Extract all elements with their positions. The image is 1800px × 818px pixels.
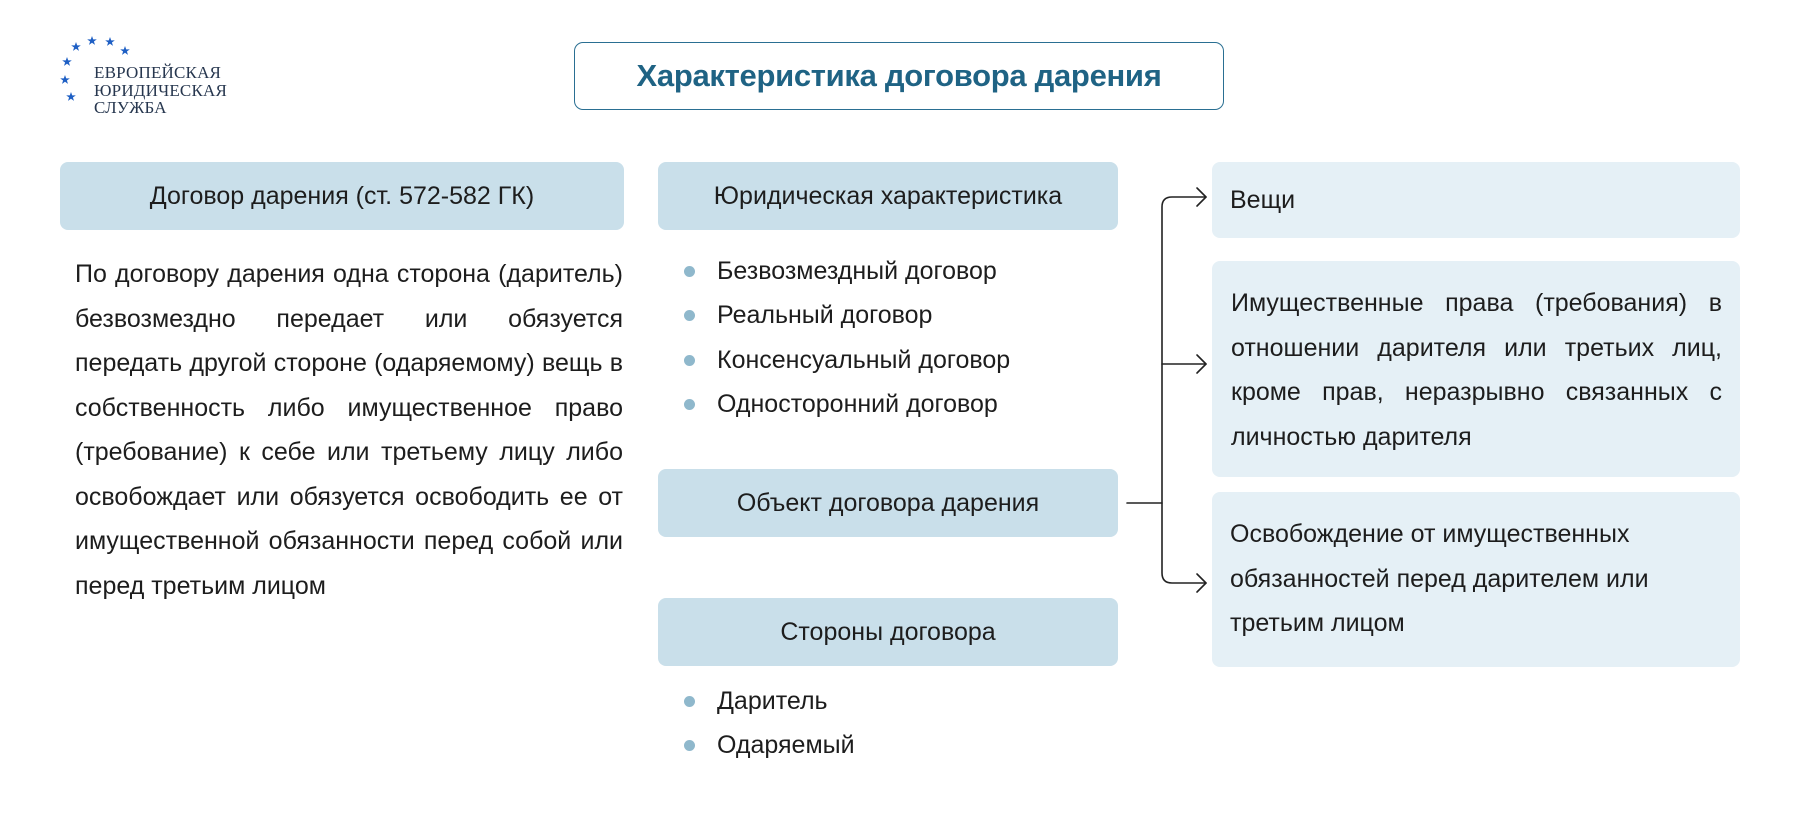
list-item: Даритель [680, 679, 855, 723]
contract-object-header-label: Объект договора дарения [736, 488, 1040, 517]
object-box-property-rights: Имущественные права (требования) в отнош… [1212, 261, 1740, 477]
contract-parties-list: Даритель Одаряемый [680, 679, 855, 768]
bullet-icon [684, 696, 695, 707]
title-box: Характеристика договора дарения [574, 42, 1224, 110]
contract-parties-header-label: Стороны договора [780, 617, 996, 646]
legal-characteristic-header-label: Юридическая характеристика [713, 181, 1063, 210]
list-item-label: Безвозмездный договор [717, 257, 997, 285]
list-item-label: Одаряемый [717, 731, 855, 760]
list-item-label: Реальный договор [717, 301, 933, 330]
page-title: Характеристика договора дарения [636, 58, 1162, 93]
object-box-text: Освобождение от имущественных обязанност… [1230, 520, 1649, 637]
object-box-text: Имущественные права (требования) в отнош… [1231, 289, 1722, 451]
list-item: Безвозмездный договор [680, 249, 1010, 293]
bullet-icon [684, 740, 695, 752]
list-item: Консенсуальный договор [680, 338, 1010, 382]
bullet-icon [684, 354, 695, 366]
contract-definition-header-label: Договор дарения (ст. 572-582 ГК) [149, 181, 535, 210]
list-item-label: Односторонний договор [717, 389, 998, 418]
legal-characteristic-header: Юридическая характеристика [658, 162, 1118, 230]
logo-line: СЛУЖБА [94, 98, 167, 117]
contract-parties-header: Стороны договора [658, 598, 1118, 666]
list-item-label: Даритель [717, 687, 828, 715]
logo-line: ЕВРОПЕЙСКАЯ [94, 63, 222, 82]
object-box-things: Вещи [1212, 162, 1740, 238]
list-item: Одаряемый [680, 723, 855, 767]
contract-definition-header: Договор дарения (ст. 572-582 ГК) [60, 162, 624, 230]
logo-line: ЮРИДИЧЕСКАЯ [94, 80, 228, 100]
list-item-label: Консенсуальный договор [717, 345, 1011, 374]
bullet-icon [684, 398, 695, 410]
legal-characteristic-list: Безвозмездный договор Реальный договор К… [680, 249, 1010, 426]
arrow-head-icon [1196, 573, 1207, 593]
contract-object-header: Объект договора дарения [658, 469, 1118, 537]
list-item: Односторонний договор [680, 382, 1010, 426]
logo: ЕВРОПЕЙСКАЯ ЮРИДИЧЕСКАЯ СЛУЖБА [60, 34, 260, 124]
stars-arc-icon [60, 36, 130, 101]
bullet-icon [684, 310, 695, 322]
contract-definition-text: По договору дарения одна сторона (дари­т… [75, 260, 623, 600]
object-box-release-obligations: Освобождение от имущественных обязанност… [1212, 492, 1740, 667]
bullet-icon [684, 266, 695, 277]
arrow-head-icon [1196, 187, 1207, 207]
list-item: Реальный договор [680, 293, 1010, 337]
arrow-head-icon [1196, 354, 1207, 374]
connector-bracket [1161, 196, 1207, 584]
object-box-text: Вещи [1230, 185, 1296, 214]
logo-text: ЕВРОПЕЙСКАЯ ЮРИДИЧЕСКАЯ СЛУЖБА [94, 64, 227, 117]
